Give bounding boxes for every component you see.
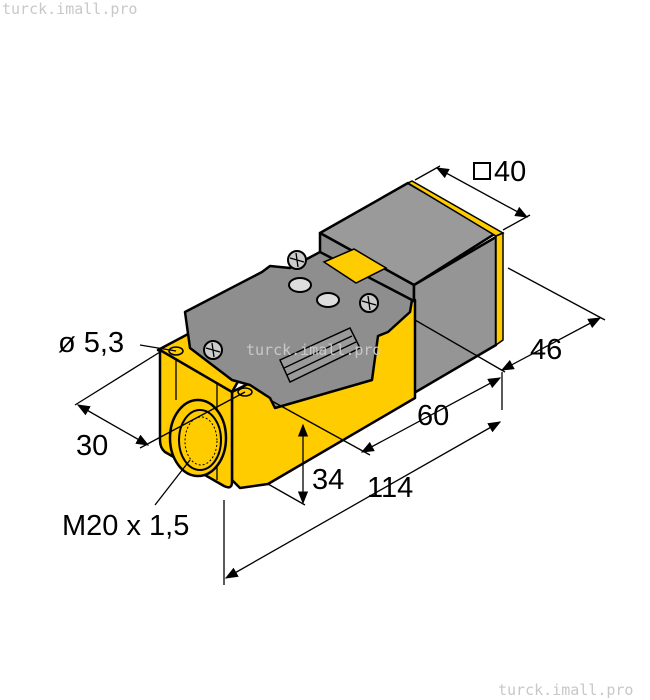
screw-icon [203,340,223,360]
watermark: turck.imall.pro [498,681,633,699]
terminal-cover [183,248,414,410]
dim-height: 34 [312,464,344,496]
screw-icon [287,250,307,270]
dim-hole-diameter: ø 5,3 [58,327,124,359]
screw-icon [359,293,379,313]
dim-head-depth: 46 [530,334,562,366]
watermark: turck.imall.pro [2,0,137,18]
dim-width: 30 [76,430,108,462]
threaded-port [168,398,228,478]
dimension-lines [74,165,606,585]
watermark: turck.imall.pro [246,341,381,359]
dim-head-square: 40 [494,156,526,188]
square-symbol-icon [473,162,491,180]
dim-thread: M20 x 1,5 [62,510,189,542]
led-window [322,248,388,284]
dim-body-length: 60 [417,400,449,432]
dim-total-length: 114 [367,472,413,504]
